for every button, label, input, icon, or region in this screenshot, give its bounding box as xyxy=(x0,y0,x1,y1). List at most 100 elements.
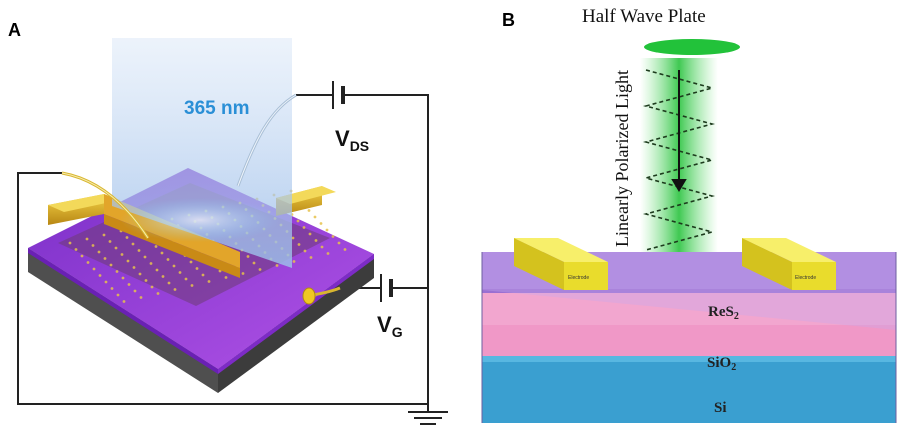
lattice-atom xyxy=(292,260,296,263)
lattice-atom xyxy=(149,262,153,265)
lattice-atom xyxy=(85,237,89,241)
panel-a-letter: A xyxy=(8,20,21,40)
gate-contact xyxy=(302,287,316,305)
vds-main: V xyxy=(335,126,350,151)
lattice-atom xyxy=(195,267,199,270)
electrode-left: Electrode xyxy=(514,238,608,290)
panel-b-letter: B xyxy=(502,10,515,30)
lattice-atom xyxy=(131,242,135,246)
vds-battery-icon xyxy=(332,81,353,109)
lattice-atom xyxy=(114,246,118,250)
lattice-atom xyxy=(308,232,312,236)
lattice-atom xyxy=(343,248,347,251)
vg-main: V xyxy=(377,312,392,337)
electrode-left-label: Electrode xyxy=(568,275,589,281)
lattice-atom xyxy=(68,241,72,245)
lattice-atom xyxy=(104,280,108,284)
lattice-atom xyxy=(241,272,245,275)
wavelength-label: 365 nm xyxy=(184,98,249,119)
panel-b: B Half Wave Plate Linearly Polarized Lig… xyxy=(481,6,897,423)
lattice-atom xyxy=(258,268,262,271)
lattice-atom xyxy=(74,248,78,251)
vg-label: VG xyxy=(377,312,403,340)
lattice-atom xyxy=(160,251,164,255)
lattice-atom xyxy=(154,245,158,248)
lattice-atom xyxy=(102,233,106,237)
sio2-sub: 2 xyxy=(731,362,736,373)
lattice-atom xyxy=(291,236,295,240)
lattice-atom xyxy=(184,277,188,281)
lattice-atom xyxy=(138,272,142,276)
lattice-atom xyxy=(297,243,301,246)
lattice-atom xyxy=(314,239,318,242)
vg-sub: G xyxy=(392,324,403,340)
lattice-atom xyxy=(103,257,107,260)
lattice-atom xyxy=(156,292,160,295)
wire-left-loop xyxy=(17,94,429,405)
ground-icon xyxy=(408,404,448,425)
lattice-atom xyxy=(98,274,102,277)
res2-main: ReS xyxy=(708,304,734,320)
lattice-atom xyxy=(331,235,335,238)
lattice-atom xyxy=(133,289,137,293)
si-label: Si xyxy=(714,400,727,416)
polarization-wave xyxy=(642,69,716,251)
lattice-atom xyxy=(320,245,324,249)
lattice-atom xyxy=(161,275,165,278)
lattice-atom xyxy=(246,255,250,258)
lattice-atom xyxy=(313,215,317,219)
lattice-atom xyxy=(252,261,256,265)
lattice-atom xyxy=(144,279,148,282)
lattice-atom xyxy=(126,259,130,263)
lattice-atom xyxy=(207,280,211,283)
lattice-atom xyxy=(137,249,141,252)
lattice-atom xyxy=(178,271,182,274)
lattice-atom xyxy=(326,252,330,255)
lattice-atom xyxy=(132,266,136,269)
lattice-atom xyxy=(110,287,114,290)
lattice-atom xyxy=(189,260,193,264)
lattice-atom xyxy=(307,209,311,212)
lattice-atom xyxy=(121,276,125,280)
lattice-atom xyxy=(91,244,95,247)
lattice-atom xyxy=(303,249,307,253)
lattice-atom xyxy=(116,293,120,297)
lattice-atom xyxy=(166,258,170,261)
panel-a: A xyxy=(8,20,448,425)
light-label: Linearly Polarized Light xyxy=(612,70,632,247)
lattice-atom xyxy=(302,226,306,229)
lattice-atom xyxy=(139,296,143,299)
lattice-atom xyxy=(201,273,205,277)
vg-battery-icon xyxy=(380,274,402,302)
lattice-atom xyxy=(80,254,84,258)
lattice-atom xyxy=(108,240,112,243)
lattice-atom xyxy=(120,253,124,256)
lattice-atom xyxy=(125,236,129,239)
lattice-atom xyxy=(150,285,154,289)
lattice-atom xyxy=(109,263,113,267)
lattice-atom xyxy=(97,250,101,254)
lattice-atom xyxy=(115,270,119,273)
lattice-atom xyxy=(337,241,341,245)
lattice-atom xyxy=(127,283,131,286)
lattice-atom xyxy=(122,300,126,303)
electrode-right: Electrode xyxy=(742,238,836,290)
lattice-atom xyxy=(275,264,279,267)
lattice-atom xyxy=(167,281,171,285)
lattice-atom xyxy=(319,222,323,225)
lattice-atom xyxy=(309,256,313,259)
si-layer xyxy=(482,356,896,423)
vds-sub: DS xyxy=(350,138,369,154)
lattice-atom xyxy=(325,228,329,232)
lattice-atom xyxy=(173,288,177,291)
lattice-atom xyxy=(296,219,300,223)
electrode-right-label: Electrode xyxy=(795,275,816,281)
half-wave-plate-label: Half Wave Plate xyxy=(582,6,706,27)
half-wave-plate-disc xyxy=(644,39,740,55)
vds-label: VDS xyxy=(335,126,369,154)
lattice-atom xyxy=(172,264,176,268)
res2-sub: 2 xyxy=(734,311,739,322)
polarization-arrow xyxy=(671,70,687,192)
res2-label: ReS2 xyxy=(708,304,739,322)
